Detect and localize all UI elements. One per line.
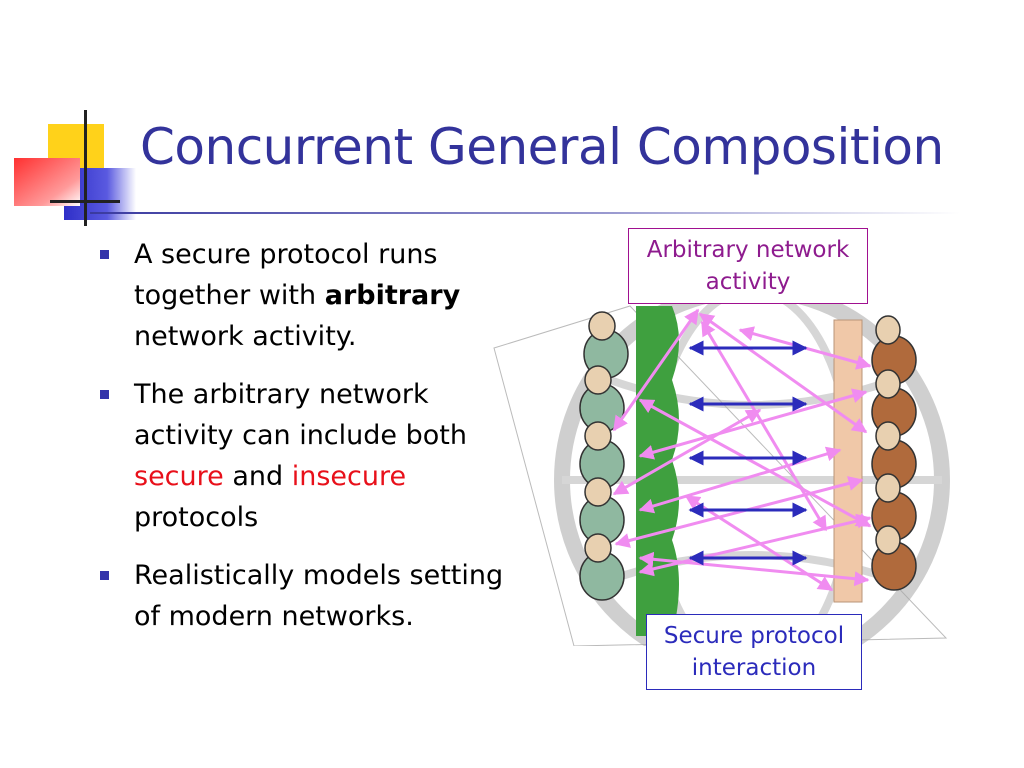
- network-diagram: [493, 300, 950, 646]
- bullet-list: A secure protocol runs together with arb…: [96, 234, 516, 654]
- bullet-item: Realistically models setting of modern n…: [96, 555, 516, 637]
- secure-protocol-arrows: [688, 340, 808, 566]
- bullet-highlight-insecure: insecure: [291, 461, 407, 492]
- label-secure-protocol-interaction: Secure protocol interaction: [646, 614, 862, 690]
- network-activity-arrows: [612, 308, 872, 592]
- decor-red-square: [14, 158, 80, 206]
- label-arbitrary-network-activity: Arbitrary network activity: [628, 228, 868, 304]
- bullet-text: Realistically models setting of modern n…: [134, 560, 504, 632]
- bullet-item: The arbitrary network activity can inclu…: [96, 374, 516, 538]
- bullet-square-icon: [100, 571, 109, 580]
- bullet-text: and: [223, 461, 292, 492]
- decor-horizontal-line: [50, 200, 120, 203]
- bullet-square-icon: [100, 390, 109, 399]
- slide-title: Concurrent General Composition: [140, 118, 944, 176]
- bullet-text: network activity.: [134, 321, 357, 352]
- bullet-highlight-secure: secure: [134, 461, 224, 492]
- bullet-text: The arbitrary network activity can inclu…: [134, 379, 467, 451]
- decor-vertical-line: [84, 110, 87, 226]
- right-participants-icon: [871, 315, 917, 591]
- bullet-text: protocols: [134, 502, 259, 533]
- title-underline: [90, 212, 960, 214]
- bullet-square-icon: [100, 250, 109, 259]
- bullet-emphasis: arbitrary: [324, 280, 461, 311]
- bullet-item: A secure protocol runs together with arb…: [96, 234, 516, 357]
- bullet-text: A secure protocol runs together with: [134, 239, 438, 311]
